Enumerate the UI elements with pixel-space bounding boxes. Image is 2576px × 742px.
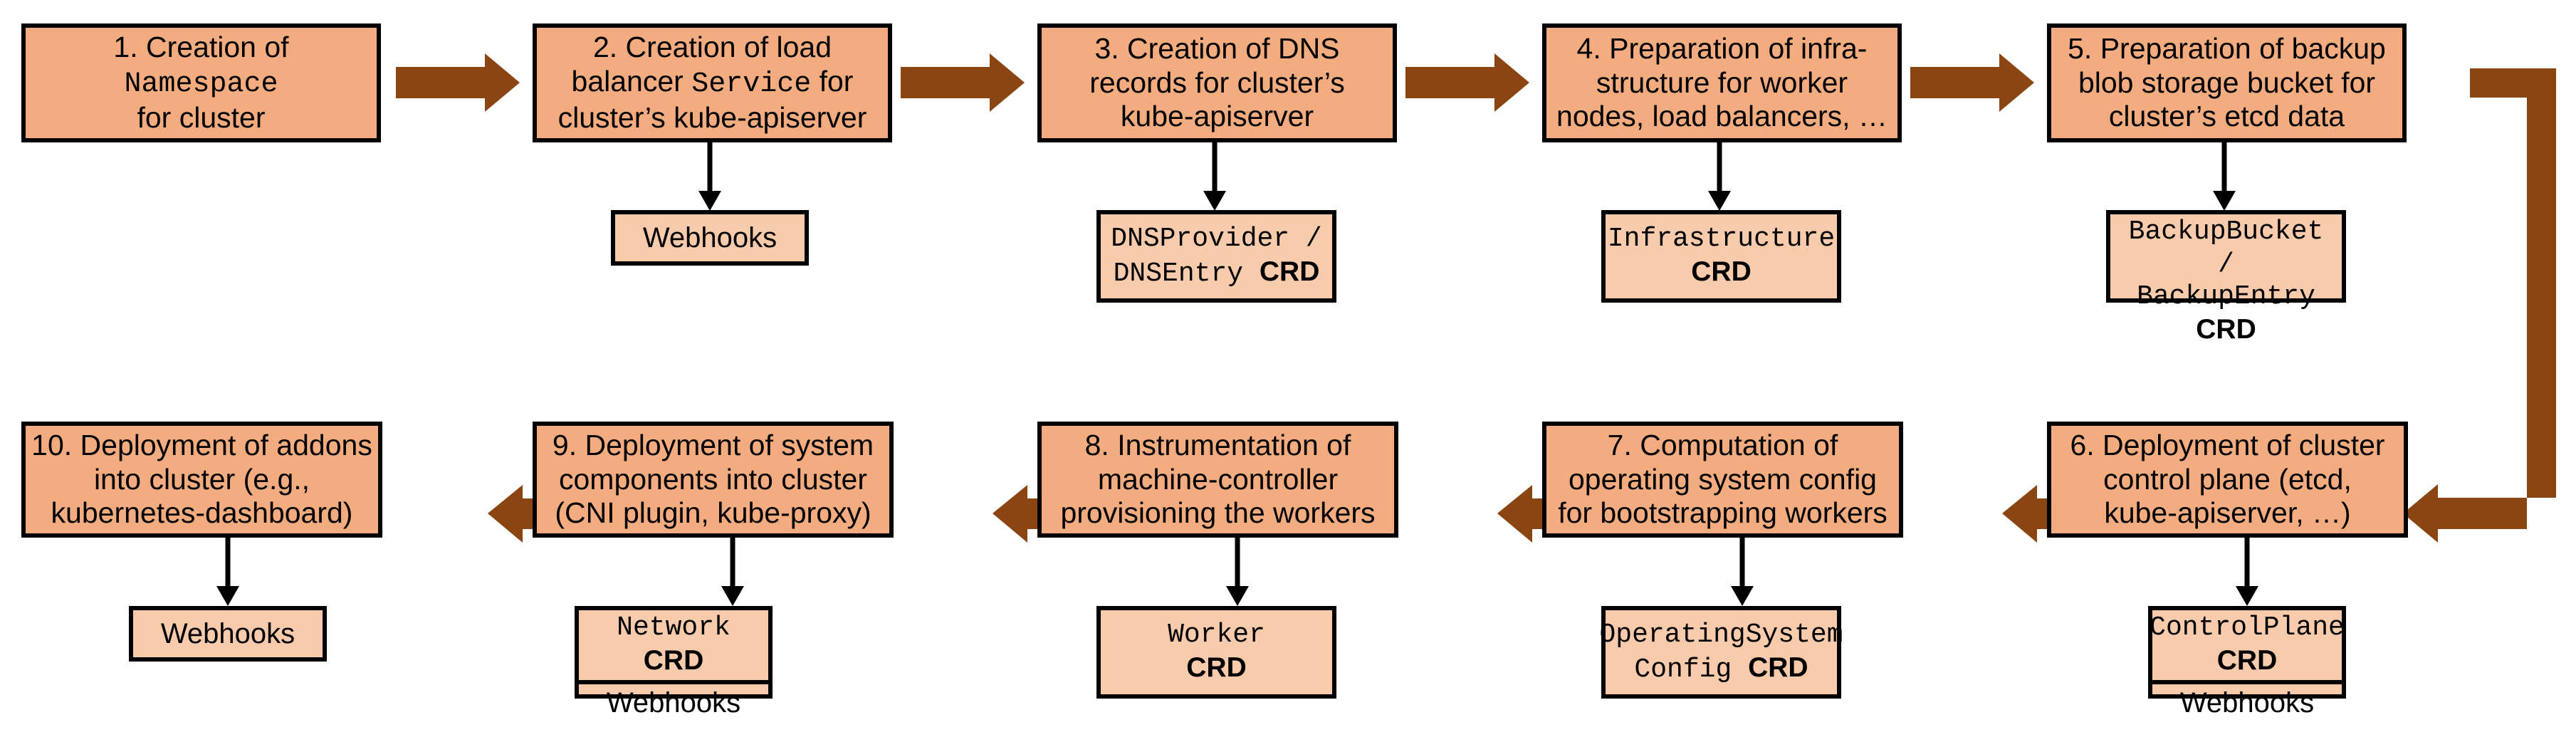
artifact-label: ControlPlane CRD (2150, 612, 2345, 676)
artifact-box-step7[interactable]: OperatingSystem Config CRD (1599, 606, 1843, 699)
arrow-step5-to-artifacts (2213, 142, 2236, 211)
artifact-label: Network CRD (617, 612, 731, 676)
step-box-9[interactable]: 9. Deployment of system components into … (533, 422, 894, 538)
arrow-step9-to-artifacts (721, 538, 744, 606)
artifact-label: DNSProvider / DNSEntry CRD (1111, 223, 1322, 289)
step-box-7[interactable]: 7. Computation of operating system confi… (1542, 422, 1903, 538)
artifact-label: Worker CRD (1168, 619, 1265, 683)
step-5-label: 5. Preparation of backup blob storage bu… (2068, 32, 2386, 133)
artifact-label: BackupBucket / BackupEntry CRD (2128, 216, 2324, 345)
arrow-4-to-5 (1910, 53, 2034, 112)
artifact-cell-webhooks[interactable]: Webhooks (615, 214, 805, 261)
arrow-1-to-2 (396, 53, 520, 112)
step-box-10[interactable]: 10. Deployment of addons into cluster (e… (21, 422, 382, 538)
step-4-label: 4. Preparation of infra- structure for w… (1556, 32, 1888, 133)
arrow-step4-to-artifacts (1708, 142, 1731, 211)
artifact-label: Webhooks (642, 222, 777, 254)
artifact-box-step9[interactable]: Network CRD Webhooks (575, 606, 773, 719)
step-3-label: 3. Creation of DNS records for cluster’s… (1089, 32, 1345, 133)
step-box-5[interactable]: 5. Preparation of backup blob storage bu… (2047, 23, 2407, 142)
artifact-box-step5[interactable]: BackupBucket / BackupEntry CRD (2106, 210, 2346, 345)
step-7-label: 7. Computation of operating system confi… (1558, 429, 1888, 530)
artifact-label: Webhooks (2179, 687, 2315, 719)
step-box-8[interactable]: 8. Instrumentation of machine-controller… (1037, 422, 1398, 538)
artifact-cell-crd[interactable]: ControlPlane CRD (2150, 610, 2345, 680)
artifact-label: Webhooks (160, 618, 295, 649)
artifact-cell-crd[interactable]: DNSProvider / DNSEntry CRD (1101, 214, 1332, 298)
arrow-2-to-3 (901, 53, 1025, 112)
artifact-cell-crd[interactable]: Network CRD (579, 610, 768, 680)
artifact-cell-webhooks[interactable]: Webhooks (133, 610, 323, 657)
artifact-label: OperatingSystem Config CRD (1599, 619, 1843, 685)
artifact-label: Webhooks (606, 687, 741, 719)
artifact-box-step8[interactable]: Worker CRD (1096, 606, 1336, 699)
artifact-box-step2[interactable]: Webhooks (611, 210, 809, 266)
step-10-label: 10. Deployment of addons into cluster (e… (31, 429, 372, 530)
step-6-label: 6. Deployment of cluster control plane (… (2070, 429, 2385, 530)
arrow-step8-to-artifacts (1226, 538, 1249, 606)
artifact-box-step6[interactable]: ControlPlane CRD Webhooks (2148, 606, 2346, 719)
artifact-box-step4[interactable]: Infrastructure CRD (1601, 210, 1841, 303)
arrow-step10-to-artifacts (216, 538, 239, 606)
step-8-label: 8. Instrumentation of machine-controller… (1060, 429, 1376, 530)
step-box-3[interactable]: 3. Creation of DNS records for cluster’s… (1037, 23, 1397, 142)
artifact-cell-crd[interactable]: Worker CRD (1101, 610, 1332, 694)
artifact-box-step10[interactable]: Webhooks (129, 606, 327, 662)
artifact-cell-crd[interactable]: Infrastructure CRD (1606, 214, 1837, 298)
arrow-step3-to-artifacts (1203, 142, 1226, 211)
artifact-cell-crd[interactable]: OperatingSystem Config CRD (1599, 610, 1843, 694)
artifact-label: Infrastructure CRD (1607, 223, 1836, 287)
artifact-cell-webhooks[interactable]: Webhooks (579, 680, 768, 721)
artifact-cell-crd[interactable]: BackupBucket / BackupEntry CRD (2110, 214, 2342, 349)
arrow-3-to-4 (1405, 53, 1529, 112)
artifact-cell-webhooks[interactable]: Webhooks (2152, 680, 2342, 721)
arrow-step7-to-artifacts (1731, 538, 1754, 606)
step-box-6[interactable]: 6. Deployment of cluster control plane (… (2047, 422, 2408, 538)
step-9-label: 9. Deployment of system components into … (552, 429, 874, 530)
arrow-step6-to-artifacts (2236, 538, 2258, 606)
arrow-5-to-6 (2403, 68, 2556, 543)
arrow-step2-to-artifacts (698, 142, 721, 211)
step-box-4[interactable]: 4. Preparation of infra- structure for w… (1542, 23, 1902, 142)
artifact-box-step3[interactable]: DNSProvider / DNSEntry CRD (1096, 210, 1336, 303)
